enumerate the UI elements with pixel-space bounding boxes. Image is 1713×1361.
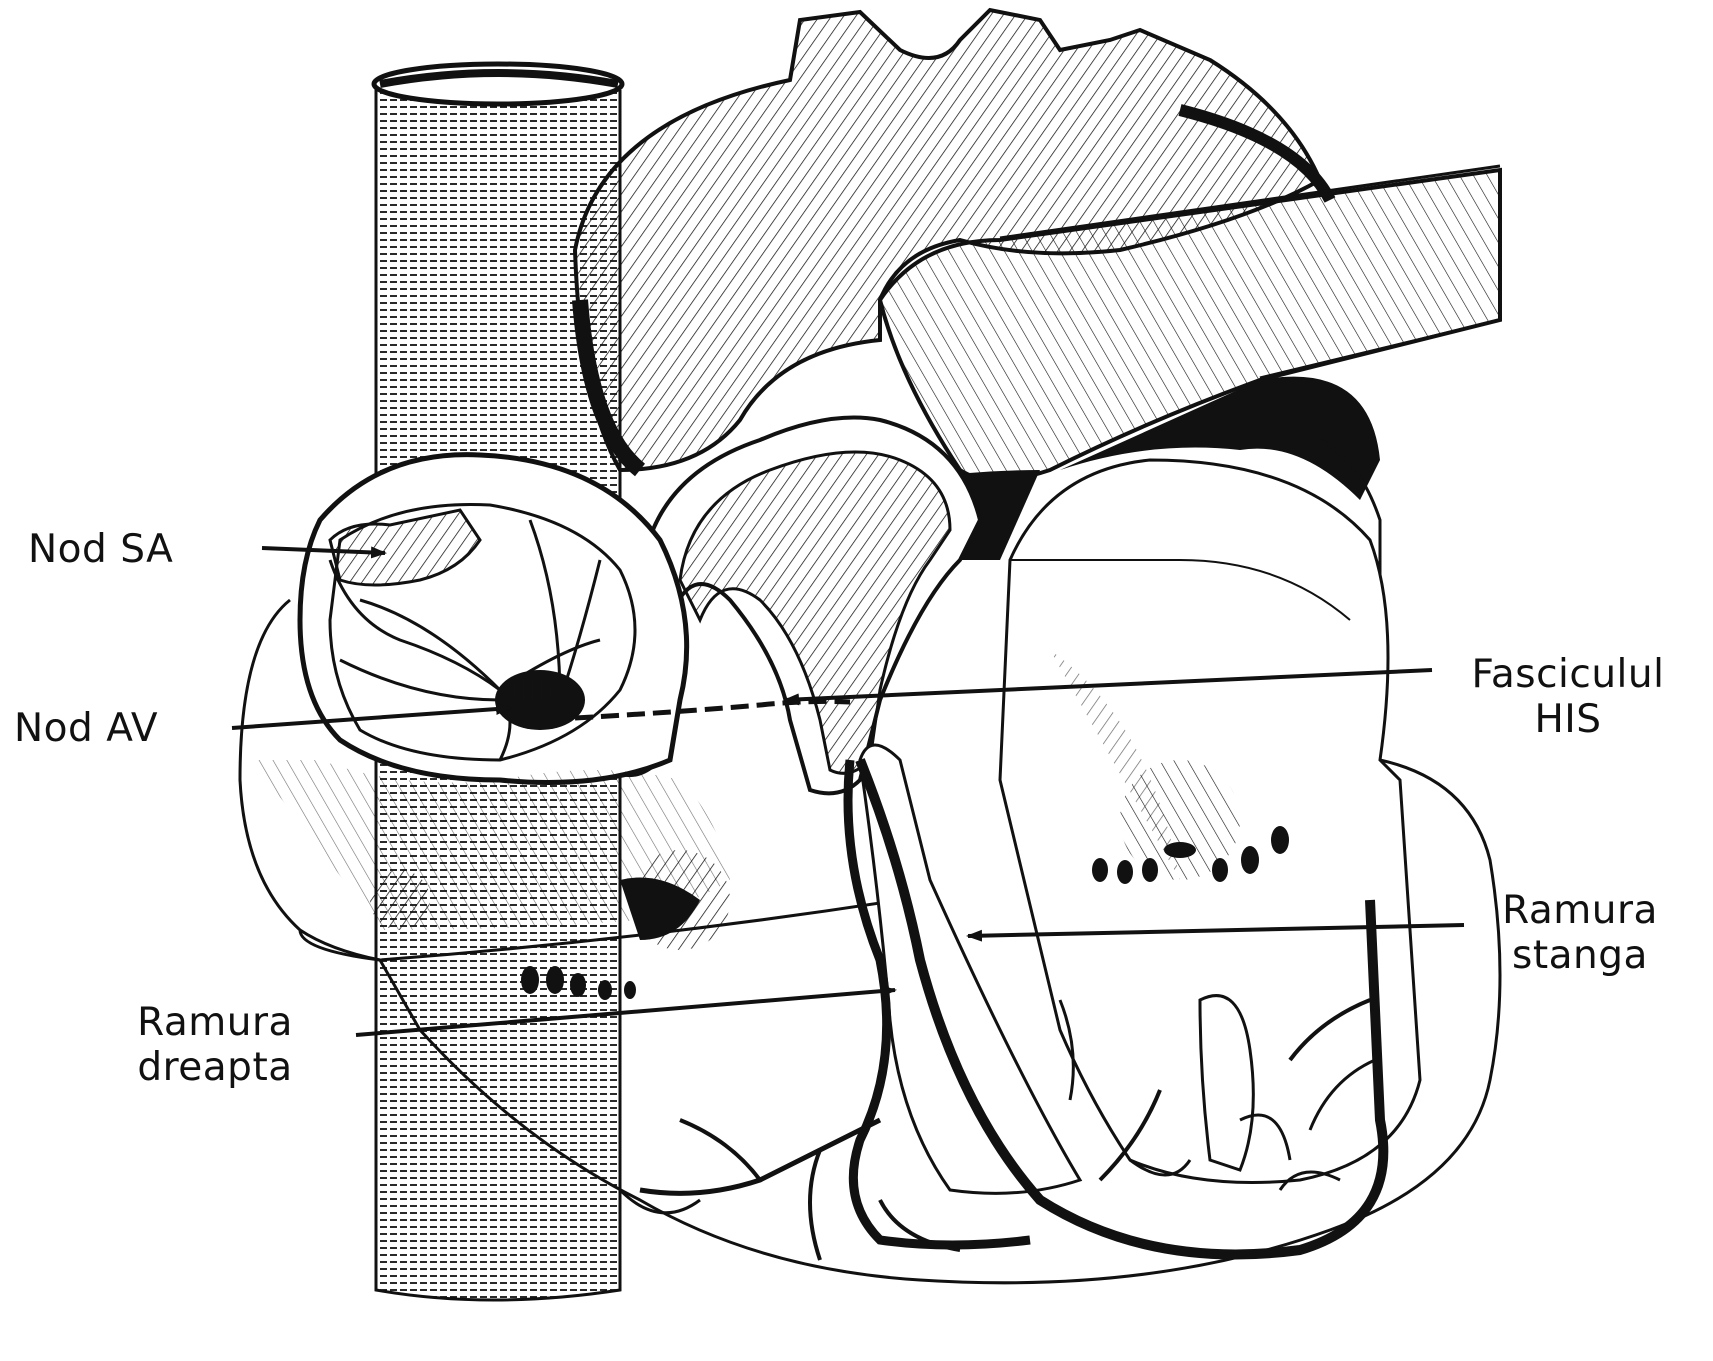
label-ramura-dreapta-line1: Ramura [105, 1000, 325, 1045]
left-ventricle [1000, 460, 1420, 1183]
label-ramura-dreapta-line2: dreapta [105, 1045, 325, 1090]
label-nod-av: Nod AV [14, 706, 158, 751]
label-ramura-stanga-line2: stanga [1470, 933, 1690, 978]
label-ramura-stanga: Ramura stanga [1470, 888, 1690, 978]
label-ramura-stanga-line1: Ramura [1470, 888, 1690, 933]
right-atrium [300, 455, 687, 783]
label-fasciculul-his: Fasciculul HIS [1448, 652, 1688, 742]
label-fasciculul-his-line1: Fasciculul [1448, 652, 1688, 697]
label-fasciculul-his-line2: HIS [1448, 697, 1688, 742]
label-ramura-dreapta: Ramura dreapta [105, 1000, 325, 1090]
label-nod-sa: Nod SA [28, 527, 173, 572]
